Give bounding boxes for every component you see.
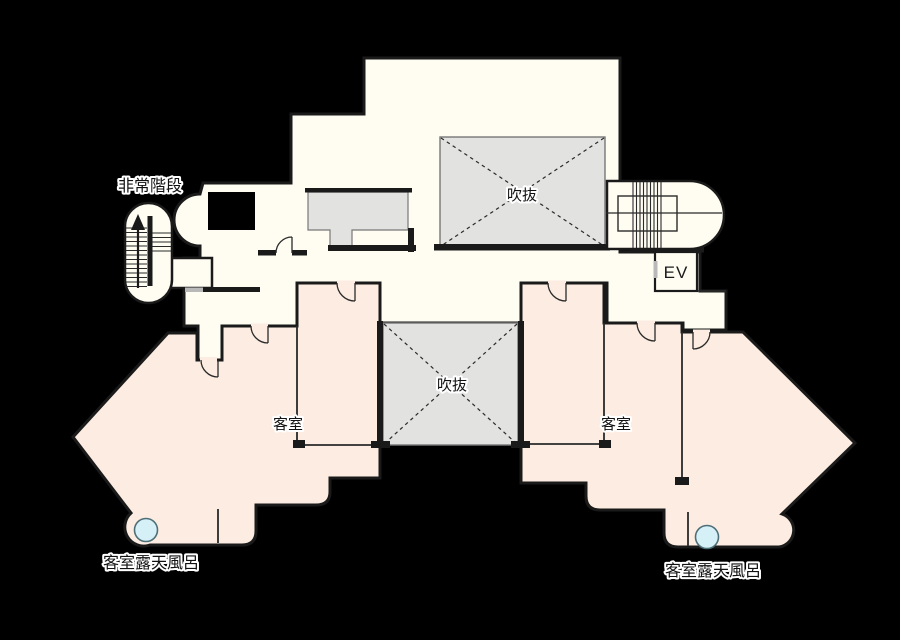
- mid-atrium-tick-left: [371, 441, 390, 448]
- mid-atrium-wall-right: [518, 321, 524, 448]
- up-arrow-icon: [131, 214, 145, 288]
- guest-room-right-label: 客室: [601, 416, 631, 433]
- door-gap-5: [548, 280, 566, 286]
- door-gap-3: [337, 280, 355, 286]
- mid-atrium-cross-dashed: [383, 323, 518, 445]
- stair-divider: [147, 216, 153, 286]
- bath-tub-left-icon: [133, 517, 159, 543]
- door-arc-left-room-b: [250, 325, 269, 344]
- bath-tub-right-icon: [694, 524, 720, 550]
- wall-above-shaft: [305, 188, 412, 193]
- open-air-bath-left-label: 客室露天風呂: [103, 554, 199, 572]
- elevator: EV: [653, 250, 699, 293]
- door-gap-6: [637, 320, 655, 326]
- door-arc-right-room-c: [547, 282, 567, 302]
- wall-tick-left: [293, 440, 305, 448]
- wall-pocket-bottom: [328, 245, 416, 251]
- door-arc-corridor: [275, 236, 293, 254]
- door-arc-left-notch: [200, 359, 219, 378]
- mid-atrium-tick-right: [511, 441, 530, 448]
- top-atrium: [439, 136, 606, 248]
- up-arrow-head: [131, 214, 145, 230]
- door-gap-corridor-left: [185, 287, 203, 292]
- open-air-bath-right-label: 客室露天風呂: [665, 562, 761, 580]
- wall-tick-right-b: [675, 477, 689, 485]
- wall-tick-right-a: [599, 440, 611, 448]
- guest-room-left-label: 客室: [273, 416, 303, 433]
- door-gap-7: [693, 329, 710, 335]
- right-staircase: [605, 179, 726, 251]
- wall-below-top-atrium: [434, 244, 610, 251]
- stair-treads-right: [152, 232, 171, 252]
- elevator-box: [653, 250, 699, 293]
- doors: [185, 236, 711, 378]
- mid-atrium-label: 吹抜: [437, 377, 467, 394]
- right-wing-partitions: [521, 323, 689, 546]
- elevator-label: EV: [664, 263, 689, 282]
- stairs-corridor-neck: [166, 256, 214, 290]
- door-gap-1: [276, 250, 292, 256]
- right-staircase-treads: [632, 182, 662, 248]
- top-atrium-cross-dashed: [440, 137, 605, 247]
- left-wing-partitions: [217, 326, 378, 543]
- door-arc-right-wing: [692, 331, 711, 350]
- right-wing: [519, 281, 858, 549]
- mid-atrium-wall-left: [377, 321, 383, 448]
- emergency-stairs-label: 非常階段: [118, 177, 182, 195]
- door-arc-left-room-a: [336, 282, 356, 302]
- emergency-staircase: [123, 201, 174, 305]
- top-atrium-label: 吹抜: [507, 187, 537, 204]
- door-gap-4: [200, 357, 217, 363]
- elevator-door-gap: [653, 261, 658, 278]
- wall-pocket-right: [408, 228, 414, 252]
- wall-corridor-left: [183, 287, 260, 292]
- right-staircase-outline: [605, 179, 726, 251]
- door-gap-2: [251, 323, 268, 329]
- shaft-void: [208, 192, 255, 230]
- door-arc-right-room-d: [636, 322, 656, 342]
- mid-atrium: [371, 321, 530, 448]
